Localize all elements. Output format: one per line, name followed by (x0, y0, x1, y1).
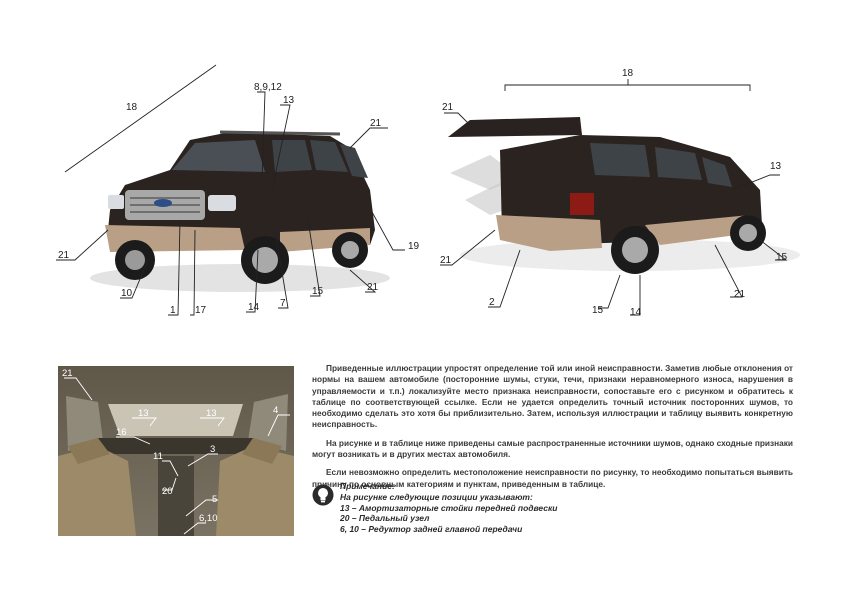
label-17: 17 (195, 305, 207, 316)
paragraph-3: Если невозможно определить местоположени… (312, 467, 793, 489)
label-13: 13 (770, 161, 782, 172)
label-21-side: 21 (734, 289, 746, 300)
label-8-9-12: 8,9,12 (254, 82, 282, 93)
label-10: 10 (121, 288, 133, 299)
label-21: 21 (62, 368, 73, 379)
paragraph-2: На рисунке и в таблице ниже приведены са… (312, 437, 793, 460)
label-11: 11 (153, 451, 163, 462)
label-15: 15 (312, 286, 324, 297)
label-18: 18 (622, 68, 634, 79)
label-21-liftgate: 21 (442, 102, 454, 113)
label-6-10: 6,10 (199, 513, 218, 524)
label-4: 4 (273, 405, 278, 416)
label-20: 20 (162, 486, 173, 497)
front-view-figure: 18 8,9,12 13 21 21 19 10 1 17 14 7 15 21 (50, 60, 440, 330)
paragraph-1: Приведенные иллюстрации упростят определ… (312, 363, 793, 430)
note-item: 20 – Педальный узел (340, 513, 430, 524)
label-21-bumper: 21 (440, 255, 452, 266)
label-1: 1 (170, 305, 176, 316)
label-14: 14 (630, 307, 642, 318)
label-16: 16 (116, 427, 127, 438)
suv-interior-image (58, 394, 294, 536)
label-14: 14 (248, 302, 260, 313)
lightbulb-icon (312, 484, 334, 506)
note-box: Примечание: На рисунке следующие позиции… (312, 481, 793, 541)
interior-view-figure: 21 13 13 4 16 3 11 20 5 6,10 (58, 366, 294, 536)
label-21-roof: 21 (370, 118, 382, 129)
note-item: 13 – Амортизаторные стойки передней подв… (340, 502, 558, 513)
label-15: 15 (592, 305, 604, 316)
label-2: 2 (489, 297, 495, 308)
label-18: 18 (126, 102, 138, 113)
label-13-right: 13 (206, 408, 217, 419)
label-21-rear: 21 (367, 282, 379, 293)
note-text: Примечание: На рисунке следующие позиции… (340, 481, 558, 535)
suv-front-image (105, 130, 375, 284)
rear-view-figure: 18 21 13 21 2 15 14 15 21 (430, 65, 810, 330)
description-text: Приведенные иллюстрации упростят определ… (312, 363, 793, 497)
label-13-left: 13 (138, 408, 149, 419)
note-intro: На рисунке следующие позиции указывают: (340, 491, 533, 502)
note-item: 6, 10 – Редуктор задней главной передачи (340, 524, 523, 535)
label-15-rear-wheel: 15 (776, 252, 788, 263)
label-13: 13 (283, 95, 295, 106)
note-title: Примечание: (340, 481, 395, 491)
label-5: 5 (212, 494, 217, 505)
label-3: 3 (210, 444, 215, 455)
label-19: 19 (408, 241, 420, 252)
label-7: 7 (280, 298, 286, 309)
label-21-bumper: 21 (58, 250, 70, 261)
suv-rear-image (448, 117, 766, 274)
